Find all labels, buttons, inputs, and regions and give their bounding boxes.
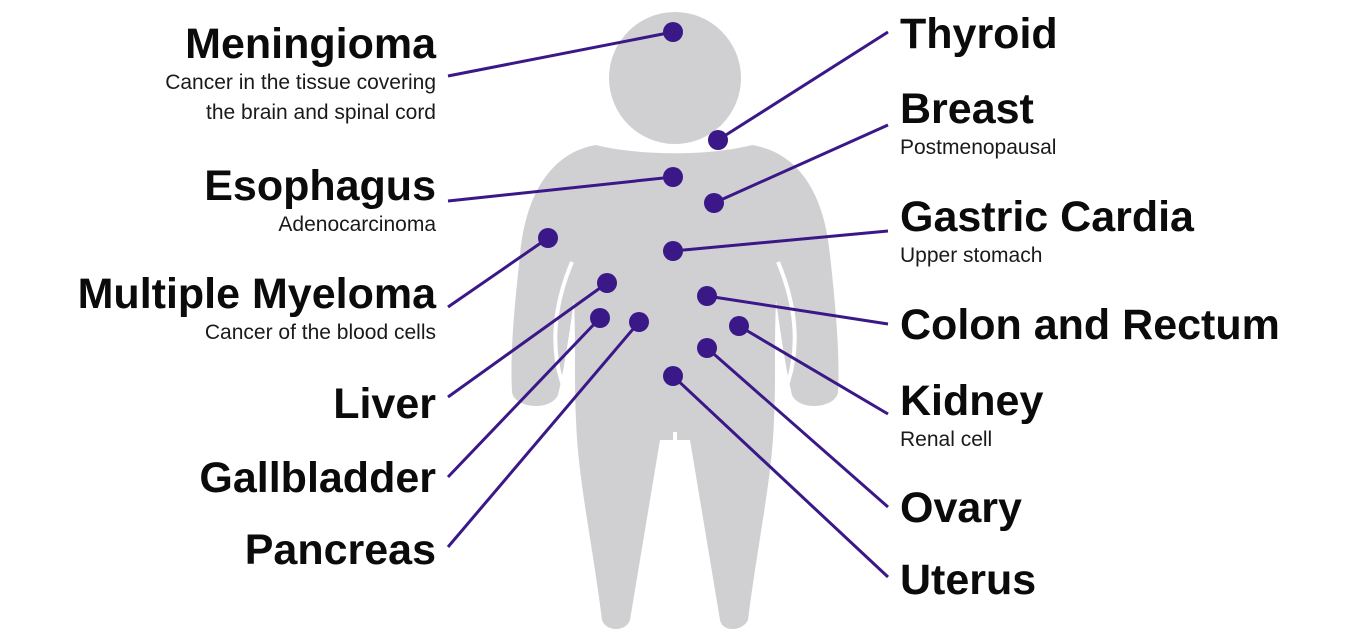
marker-esophagus [663,167,683,187]
marker-pancreas [629,312,649,332]
label-kidney-title: Kidney [900,377,1043,425]
label-uterus: Uterus [900,556,1036,604]
marker-gallbladder [590,308,610,328]
label-esophagus-line-1: Adenocarcinoma [204,210,436,240]
label-pancreas: Pancreas [245,526,436,574]
label-meningioma-line-2: the brain and spinal cord [165,98,436,128]
label-colon-rectum-title: Colon and Rectum [900,301,1280,349]
label-colon-rectum: Colon and Rectum [900,301,1280,349]
body-silhouette [511,12,838,629]
marker-liver [597,273,617,293]
marker-gastric-cardia [663,241,683,261]
label-breast-line-1: Postmenopausal [900,133,1056,163]
marker-thyroid [708,130,728,150]
label-multiple-myeloma: Multiple Myeloma Cancer of the blood cel… [78,270,436,348]
label-multiple-myeloma-title: Multiple Myeloma [78,270,436,318]
label-esophagus-title: Esophagus [204,162,436,210]
label-thyroid: Thyroid [900,10,1058,58]
marker-meningioma [663,22,683,42]
marker-kidney [729,316,749,336]
label-gastric-cardia-line-1: Upper stomach [900,241,1194,271]
label-breast: Breast Postmenopausal [900,85,1056,163]
label-kidney-line-1: Renal cell [900,425,1043,455]
connector-thyroid [718,32,888,140]
marker-multiple-myeloma [538,228,558,248]
label-meningioma-line-1: Cancer in the tissue covering [165,68,436,98]
label-kidney: Kidney Renal cell [900,377,1043,455]
label-gallbladder-title: Gallbladder [199,454,436,502]
label-ovary: Ovary [900,484,1022,532]
label-meningioma-title: Meningioma [165,20,436,68]
label-gallbladder: Gallbladder [199,454,436,502]
label-liver: Liver [333,380,436,428]
label-multiple-myeloma-line-1: Cancer of the blood cells [78,318,436,348]
label-gastric-cardia-title: Gastric Cardia [900,193,1194,241]
label-uterus-title: Uterus [900,556,1036,604]
label-liver-title: Liver [333,380,436,428]
marker-ovary [697,338,717,358]
label-gastric-cardia: Gastric Cardia Upper stomach [900,193,1194,271]
label-thyroid-title: Thyroid [900,10,1058,58]
marker-uterus [663,366,683,386]
label-esophagus: Esophagus Adenocarcinoma [204,162,436,240]
label-breast-title: Breast [900,85,1056,133]
label-pancreas-title: Pancreas [245,526,436,574]
marker-colon-rectum [697,286,717,306]
label-ovary-title: Ovary [900,484,1022,532]
marker-breast [704,193,724,213]
label-meningioma: Meningioma Cancer in the tissue covering… [165,20,436,128]
